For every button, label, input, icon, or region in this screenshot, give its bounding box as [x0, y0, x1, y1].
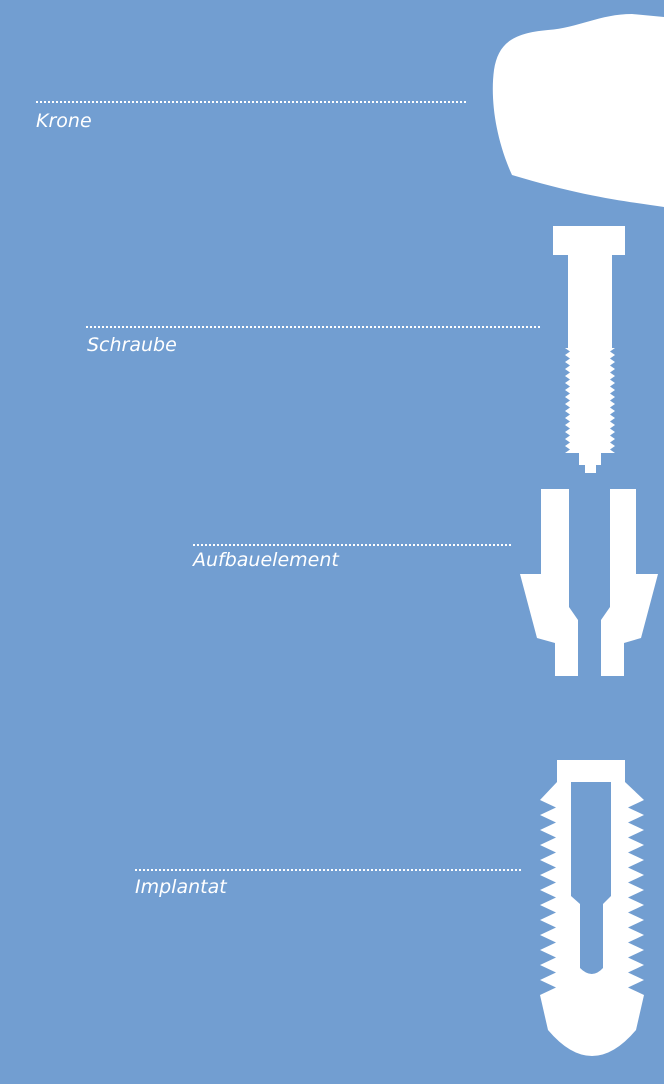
abutment-leader-line: [193, 544, 511, 546]
implant-inner-thread-mark: [573, 914, 580, 916]
implant-inner-thread-mark: [573, 924, 580, 926]
implant-inner-thread-mark: [603, 949, 610, 951]
implant-inner-thread-mark: [603, 924, 610, 926]
screw-leader-line: [86, 326, 540, 328]
implant-inner-thread-mark: [573, 954, 580, 956]
implant-inner-thread-mark: [603, 929, 610, 931]
screw-icon: [553, 226, 625, 473]
implant-inner-thread-mark: [603, 939, 610, 941]
implant-inner-thread-mark: [573, 939, 580, 941]
implant-label: Implantat: [135, 876, 227, 898]
implant-inner-thread-mark: [603, 914, 610, 916]
implant-inner-thread-mark: [573, 909, 580, 911]
abutment-label: Aufbauelement: [193, 549, 339, 571]
implant-inner-thread: [573, 904, 610, 961]
implant-inner-thread-mark: [573, 929, 580, 931]
crown-label: Krone: [36, 110, 92, 132]
implant-icon: [540, 760, 644, 1056]
implant-inner-thread-mark: [573, 904, 580, 906]
implant-inner-thread-mark: [573, 919, 580, 921]
crown-icon: [492, 14, 664, 207]
implant-inner-thread-mark: [603, 944, 610, 946]
abutment-icon: [520, 489, 658, 676]
implant-inner-thread-mark: [573, 949, 580, 951]
screw-label: Schraube: [87, 334, 177, 356]
implant-inner-thread-mark: [603, 934, 610, 936]
implant-inner-thread-mark: [573, 944, 580, 946]
implant-inner-thread-mark: [603, 919, 610, 921]
implant-inner-thread-mark: [573, 959, 580, 961]
implant-inner-thread-mark: [603, 909, 610, 911]
implant-inner-thread-mark: [573, 934, 580, 936]
crown-leader-line: [36, 101, 466, 103]
implant-inner-thread-mark: [603, 954, 610, 956]
implant-inner-thread-mark: [603, 959, 610, 961]
implant-leader-line: [135, 869, 521, 871]
implant-inner-thread-mark: [603, 904, 610, 906]
